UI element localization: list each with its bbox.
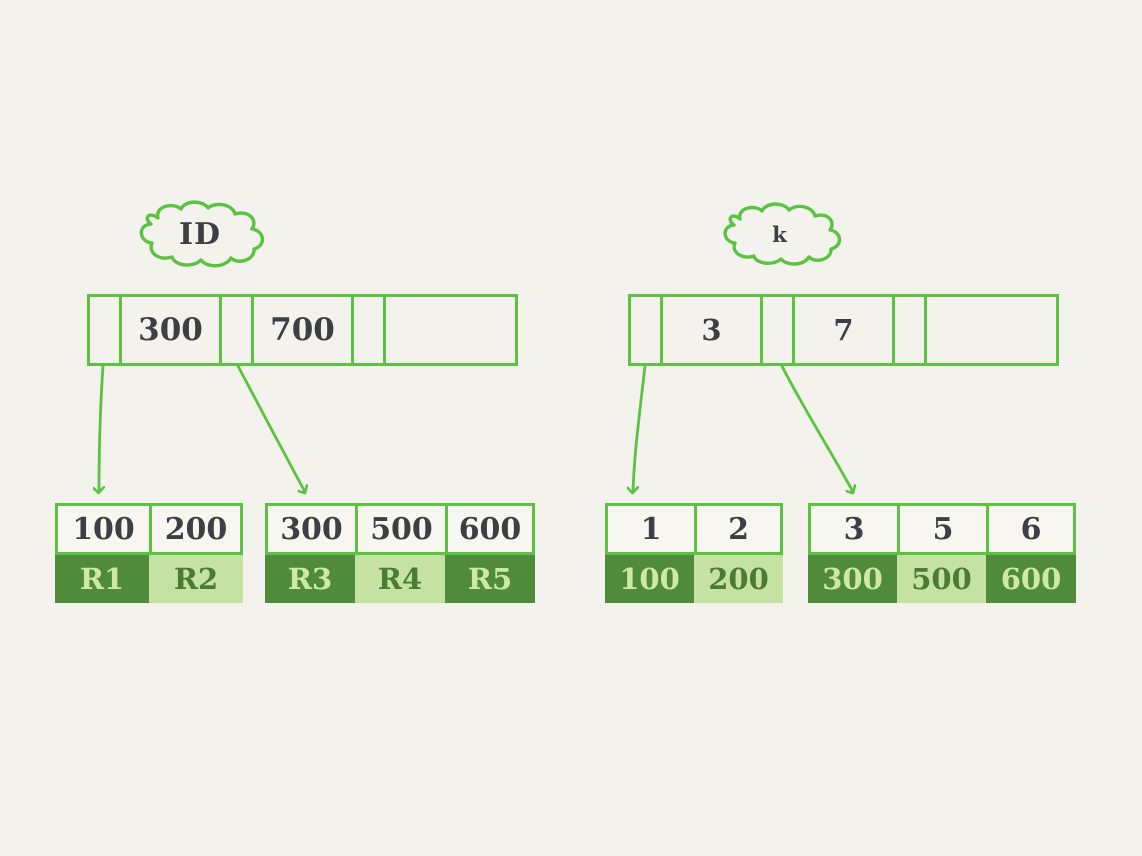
leaf-id-2-key-0[interactable]: 300 bbox=[268, 506, 358, 552]
leaf-k-1-band-row: 100 200 bbox=[605, 555, 783, 603]
leaf-k-1-value-1[interactable]: 200 bbox=[694, 555, 783, 603]
arrow-k-root-to-leaf2 bbox=[780, 364, 853, 492]
leaf-id-1-row-ref-0[interactable]: R1 bbox=[55, 555, 149, 603]
leaf-k-2-key-2[interactable]: 6 bbox=[1020, 511, 1042, 547]
cloud-label-id: ID bbox=[125, 198, 275, 270]
leaf-id-1-key-row: 100 200 bbox=[55, 503, 243, 555]
leaf-node-k-2[interactable]: 3 5 6 300 500 600 bbox=[808, 503, 1076, 603]
root-k-pointer-1[interactable] bbox=[763, 297, 795, 363]
leaf-k-1-value-0[interactable]: 100 bbox=[605, 555, 694, 603]
arrow-id-root-to-leaf1 bbox=[99, 364, 103, 492]
leaf-id-2-row-ref-0[interactable]: R3 bbox=[265, 555, 355, 603]
leaf-k-2-key-0[interactable]: 3 bbox=[811, 506, 900, 552]
root-node-k[interactable]: 3 7 bbox=[628, 294, 1059, 366]
leaf-node-k-1[interactable]: 1 2 100 200 bbox=[605, 503, 783, 603]
root-id-pointer-0[interactable] bbox=[90, 297, 122, 363]
leaf-id-1-band-row: R1 R2 bbox=[55, 555, 243, 603]
leaf-k-2-value-0[interactable]: 300 bbox=[808, 555, 897, 603]
root-k-key-7[interactable]: 7 bbox=[795, 297, 895, 363]
leaf-id-1-key-1[interactable]: 200 bbox=[164, 511, 228, 547]
root-node-id[interactable]: 300 700 bbox=[87, 294, 518, 366]
leaf-id-2-band-row: R3 R4 R5 bbox=[265, 555, 535, 603]
root-k-key-3[interactable]: 3 bbox=[663, 297, 763, 363]
leaf-id-2-row-ref-2[interactable]: R5 bbox=[445, 555, 535, 603]
leaf-k-2-band-row: 300 500 600 bbox=[808, 555, 1076, 603]
leaf-k-2-key-row: 3 5 6 bbox=[808, 503, 1076, 555]
cloud-label-k: k bbox=[710, 200, 850, 268]
cloud-label-id-text: ID bbox=[178, 216, 222, 252]
root-id-key-300[interactable]: 300 bbox=[122, 297, 222, 363]
root-id-empty-slot[interactable] bbox=[386, 297, 515, 363]
arrow-k-root-to-leaf1 bbox=[633, 364, 647, 492]
root-k-pointer-0[interactable] bbox=[631, 297, 663, 363]
cloud-label-k-text: k bbox=[772, 221, 788, 247]
arrow-id-root-to-leaf2 bbox=[236, 364, 305, 492]
root-id-pointer-1[interactable] bbox=[222, 297, 254, 363]
leaf-k-1-key-row: 1 2 bbox=[605, 503, 783, 555]
leaf-id-1-row-ref-1[interactable]: R2 bbox=[149, 555, 243, 603]
leaf-id-2-key-2[interactable]: 600 bbox=[458, 511, 522, 547]
leaf-id-2-row-ref-1[interactable]: R4 bbox=[355, 555, 445, 603]
leaf-k-2-value-2[interactable]: 600 bbox=[986, 555, 1076, 603]
leaf-k-2-key-1[interactable]: 5 bbox=[900, 506, 989, 552]
leaf-node-id-1[interactable]: 100 200 R1 R2 bbox=[55, 503, 243, 603]
leaf-k-1-key-0[interactable]: 1 bbox=[608, 506, 697, 552]
leaf-id-2-key-row: 300 500 600 bbox=[265, 503, 535, 555]
leaf-id-2-key-1[interactable]: 500 bbox=[358, 506, 448, 552]
root-k-empty-slot[interactable] bbox=[927, 297, 1056, 363]
leaf-k-1-key-1[interactable]: 2 bbox=[728, 511, 749, 547]
leaf-node-id-2[interactable]: 300 500 600 R3 R4 R5 bbox=[265, 503, 535, 603]
leaf-id-1-key-0[interactable]: 100 bbox=[58, 506, 152, 552]
leaf-k-2-value-1[interactable]: 500 bbox=[897, 555, 986, 603]
root-k-pointer-2[interactable] bbox=[895, 297, 927, 363]
root-id-pointer-2[interactable] bbox=[354, 297, 386, 363]
root-id-key-700[interactable]: 700 bbox=[254, 297, 354, 363]
